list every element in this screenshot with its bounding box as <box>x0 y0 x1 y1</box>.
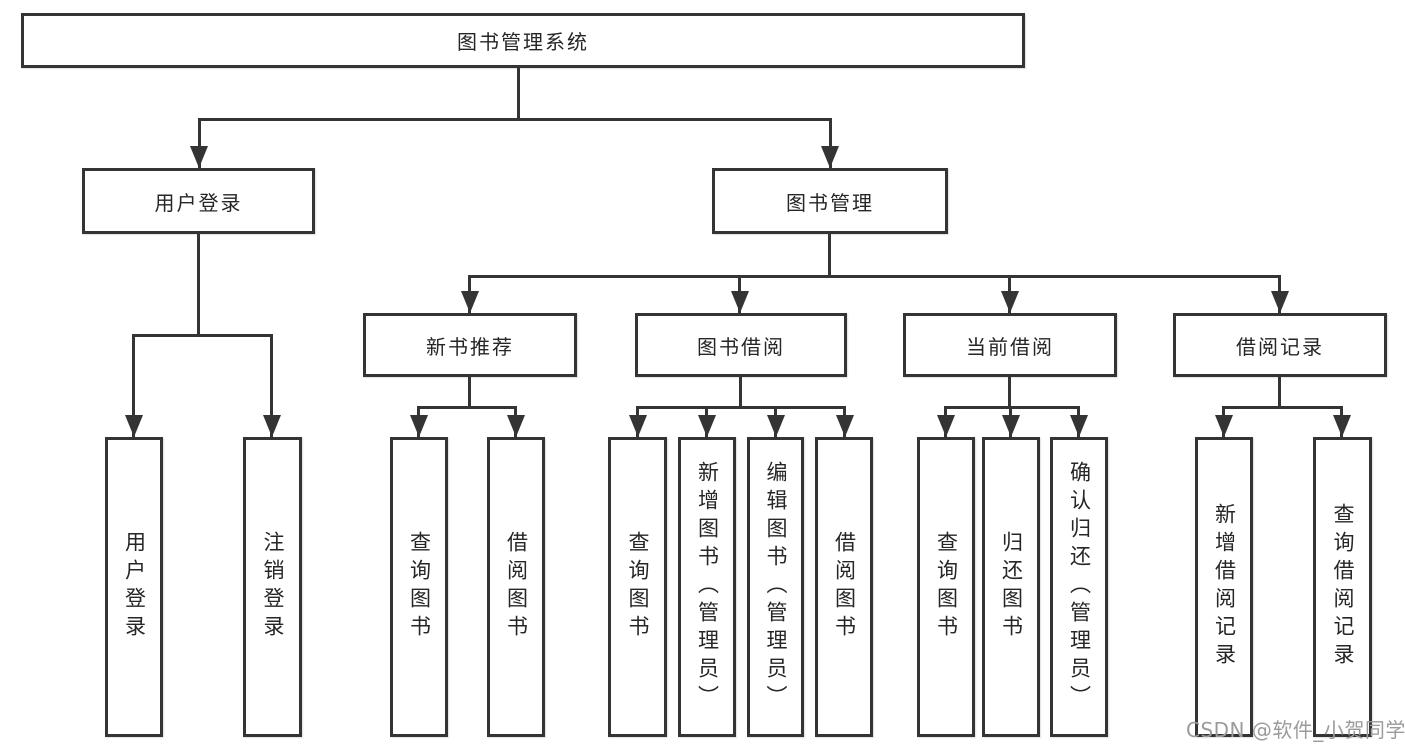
arrow-down-icon <box>1215 415 1233 437</box>
leaf-user-login: 用户登录 <box>105 437 163 737</box>
leaf-label: 归还图书 <box>999 531 1024 643</box>
connector-line <box>132 334 273 337</box>
arrow-down-icon <box>1271 291 1289 313</box>
leaf-logout-login: 注销登录 <box>243 437 302 737</box>
arrow-down-icon <box>263 415 281 437</box>
leaf-borrowing-add-books-admin: 新增图书（管理员） <box>678 437 736 737</box>
arrow-down-icon <box>1070 415 1088 437</box>
leaf-label: 查询图书 <box>407 531 432 643</box>
connector-line <box>944 406 1080 409</box>
leaf-label: 借阅图书 <box>832 531 857 643</box>
connector-line <box>636 406 846 409</box>
arrow-down-icon <box>190 146 208 168</box>
connector-line <box>468 275 1281 278</box>
leaf-label: 用户登录 <box>122 531 147 643</box>
leaf-records-add-record: 新增借阅记录 <box>1195 437 1253 737</box>
arrow-down-icon <box>937 415 955 437</box>
arrow-down-icon <box>821 146 839 168</box>
connector-line <box>270 334 273 437</box>
leaf-current-return-books: 归还图书 <box>982 437 1040 737</box>
leaf-label: 新增图书（管理员） <box>695 461 720 713</box>
leaf-label: 查询图书 <box>934 531 959 643</box>
node-book-management: 图书管理 <box>712 168 948 234</box>
connector-line <box>1222 406 1343 409</box>
leaf-borrowing-query-books: 查询图书 <box>608 437 667 737</box>
connector-line <box>197 234 200 335</box>
arrow-down-icon <box>1333 415 1351 437</box>
leaf-label: 编辑图书（管理员） <box>764 461 788 713</box>
node-borrowing-records: 借阅记录 <box>1173 313 1387 377</box>
connector-line <box>468 377 471 408</box>
connector-line <box>517 68 520 120</box>
connector-line <box>198 118 832 121</box>
arrow-down-icon <box>507 415 525 437</box>
node-new-book-recommend: 新书推荐 <box>363 313 577 377</box>
leaf-label: 查询借阅记录 <box>1331 503 1355 671</box>
connector-line <box>198 118 201 168</box>
leaf-recommend-query-books: 查询图书 <box>390 437 448 737</box>
arrow-down-icon <box>1001 291 1019 313</box>
connector-line <box>828 234 831 277</box>
leaf-borrowing-edit-books-admin: 编辑图书（管理员） <box>747 437 804 737</box>
arrow-down-icon <box>767 415 785 437</box>
arrow-down-icon <box>836 415 854 437</box>
arrow-down-icon <box>731 291 749 313</box>
arrow-down-icon <box>629 415 647 437</box>
leaf-label: 新增借阅记录 <box>1212 503 1237 671</box>
node-current-borrowing: 当前借阅 <box>903 313 1117 377</box>
node-user-login: 用户登录 <box>82 168 315 234</box>
leaf-borrowing-borrow-books: 借阅图书 <box>815 437 873 737</box>
leaf-records-query-record: 查询借阅记录 <box>1313 437 1372 737</box>
connector-line <box>829 118 832 168</box>
leaf-recommend-borrow-books: 借阅图书 <box>487 437 545 737</box>
node-root-library-system: 图书管理系统 <box>21 13 1025 68</box>
node-book-borrowing: 图书借阅 <box>635 313 847 377</box>
connector-line <box>417 406 517 409</box>
connector-line <box>132 334 135 437</box>
arrow-down-icon <box>461 291 479 313</box>
csdn-watermark: CSDN @软件_小贺同学 <box>1186 718 1405 742</box>
connector-line <box>1008 377 1011 408</box>
leaf-label: 确认归还（管理员） <box>1067 461 1092 713</box>
leaf-label: 查询图书 <box>626 531 650 643</box>
arrow-down-icon <box>410 415 428 437</box>
connector-line <box>1278 377 1281 408</box>
arrow-down-icon <box>698 415 716 437</box>
leaf-label: 借阅图书 <box>504 531 529 643</box>
arrow-down-icon <box>1002 415 1020 437</box>
leaf-current-confirm-return-admin: 确认归还（管理员） <box>1050 437 1108 737</box>
connector-line <box>739 377 742 408</box>
leaf-label: 注销登录 <box>261 531 285 643</box>
arrow-down-icon <box>125 415 143 437</box>
leaf-current-query-books: 查询图书 <box>917 437 975 737</box>
